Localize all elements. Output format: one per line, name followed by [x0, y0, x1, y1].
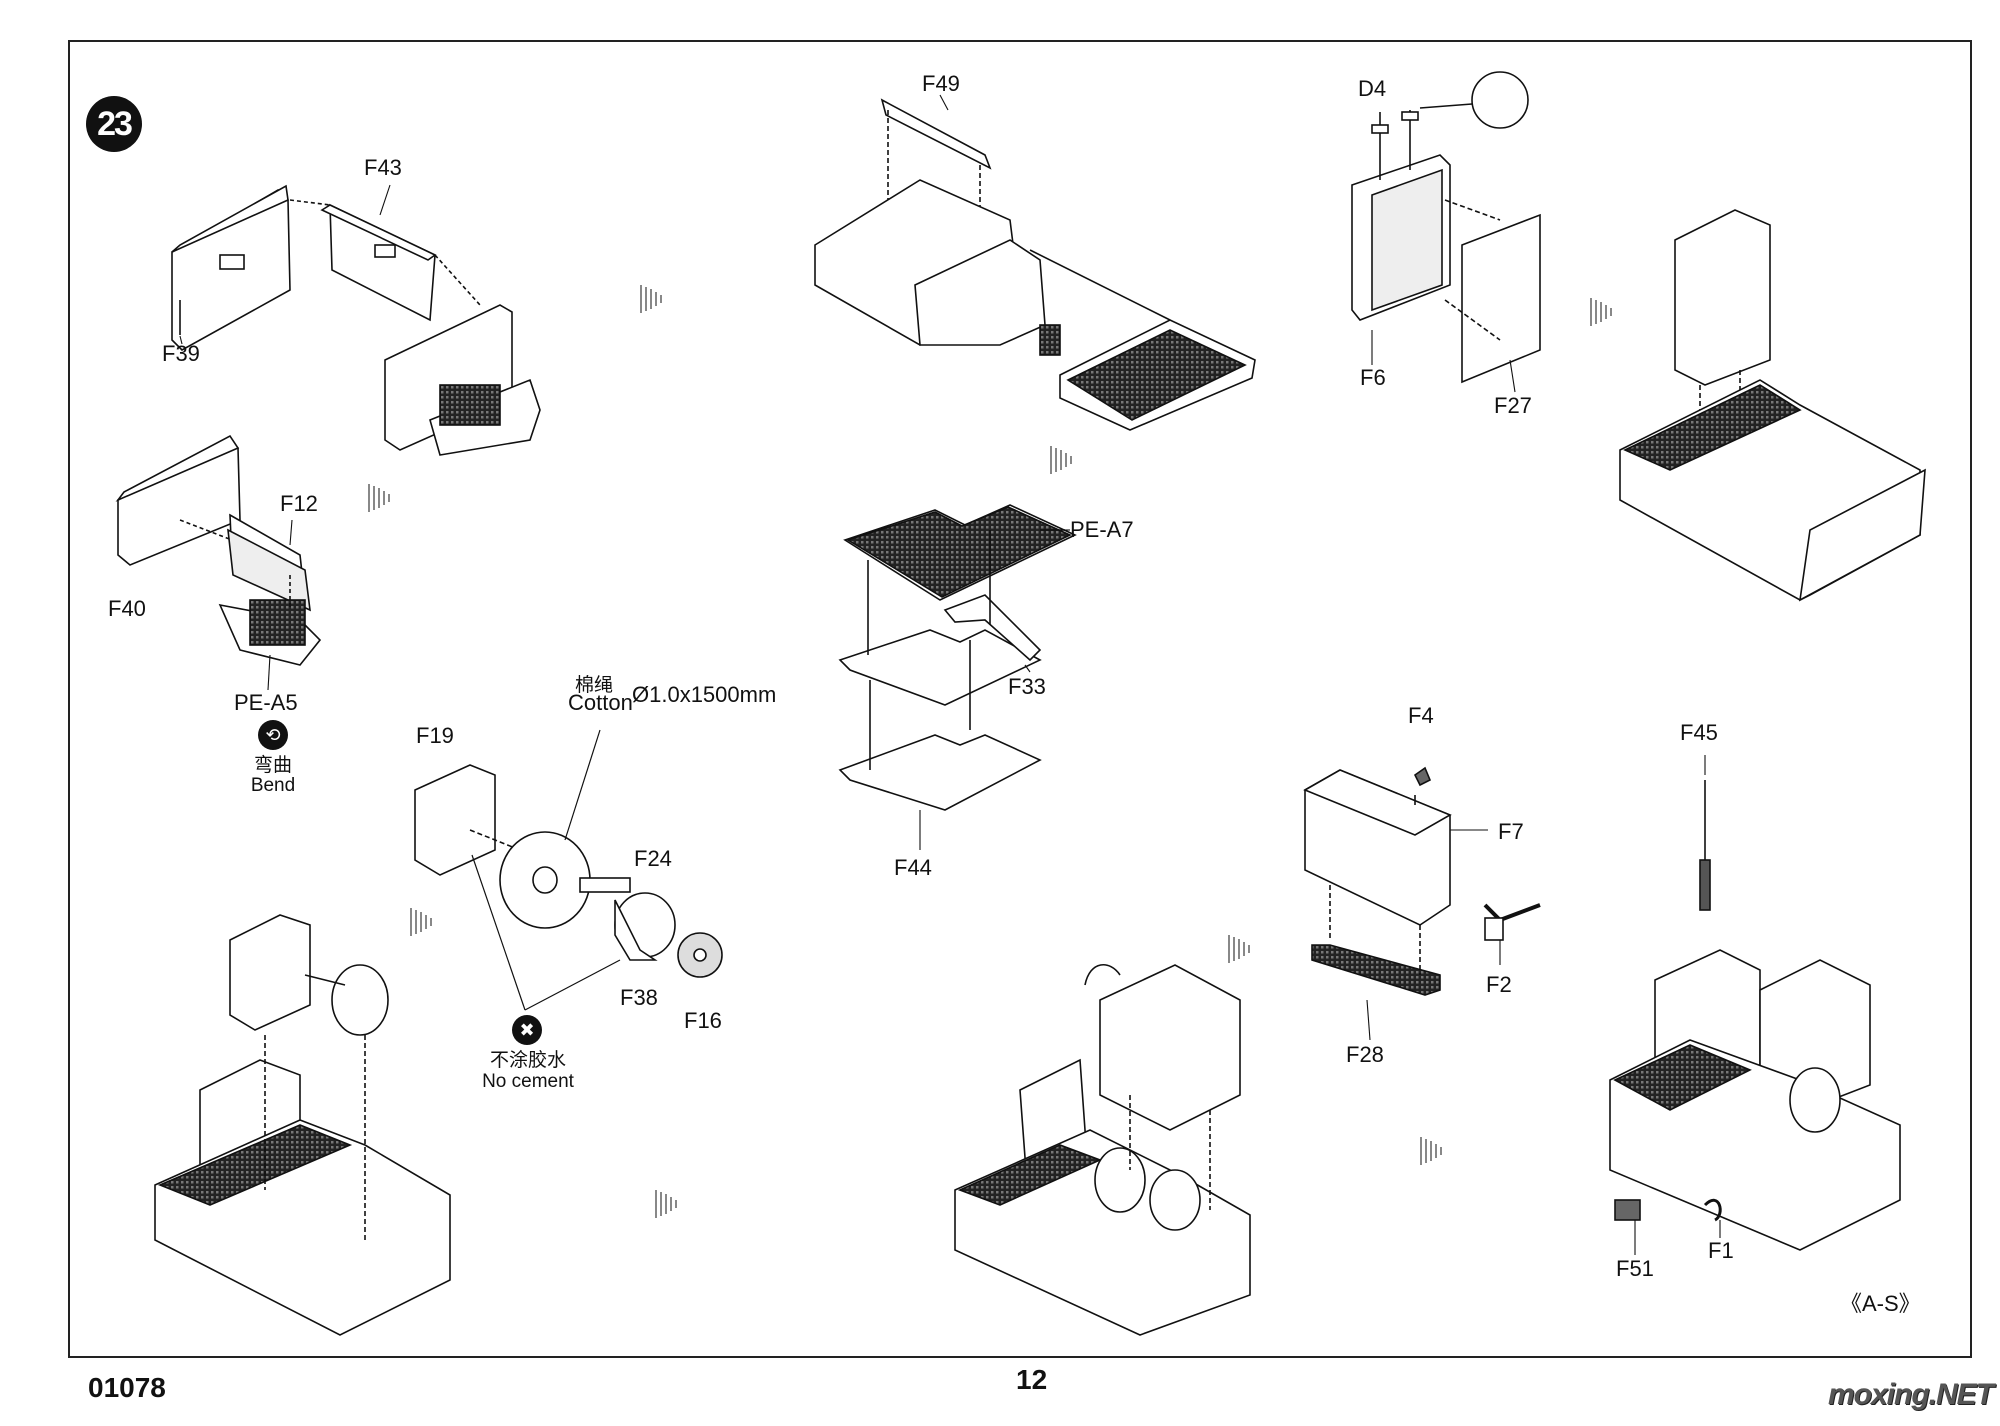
note-no-cement-en: No cement [482, 1071, 574, 1092]
assembly-flow-arrow-icon [640, 285, 662, 313]
assembly-final-right [1609, 780, 1901, 1251]
part-label-f28: F28 [1346, 1042, 1384, 1067]
part-label-f12: F12 [280, 491, 318, 516]
sub-assembly-frame-top-right [1619, 209, 1926, 602]
assembly-flow-arrow-icon [1228, 935, 1250, 963]
part-label-d4: D4 [1358, 76, 1387, 101]
note-cotton-cn: 棉绳 [574, 675, 613, 696]
assembly-winch-frame-left [154, 914, 451, 1336]
sub-assembly-reference: 《A-S》 [1840, 1291, 1921, 1316]
part-label-pe-a7: PE-A7 [1070, 517, 1134, 542]
sub-assembly-pe-a7 [838, 504, 1077, 811]
note-cotton-spec: Ø1.0x1500mm [632, 682, 777, 707]
assembly-flow-arrow-icon [655, 1190, 677, 1218]
note-cotton-en: Cotton [568, 690, 633, 715]
kit-number: 01078 [88, 1372, 166, 1403]
part-label-f39: F39 [162, 341, 200, 366]
sub-assembly-winch [414, 729, 723, 1011]
part-label-f6: F6 [1360, 365, 1386, 390]
part-label-f7: F7 [1498, 819, 1524, 844]
part-label-f24: F24 [634, 846, 672, 871]
sub-assembly-f7-tank [1303, 766, 1541, 996]
part-label-pe-a5: PE-A5 [234, 690, 298, 715]
note-bend-cn: 弯曲 [253, 755, 292, 776]
assembly-flow-arrow-icon [1050, 446, 1072, 474]
step-number-badge: 23 [86, 96, 142, 152]
part-label-f1: F1 [1708, 1238, 1734, 1263]
part-label-f51: F51 [1616, 1256, 1654, 1281]
part-label-f38: F38 [620, 985, 658, 1010]
note-bend-en: Bend [250, 775, 296, 796]
watermark: moxing.NET [1828, 1378, 1994, 1411]
assembly-flow-arrow-icon [1590, 298, 1612, 326]
sub-assembly-f49 [814, 98, 1256, 431]
part-label-f43: F43 [364, 155, 402, 180]
note-no-cement-cn: 不涂胶水 [489, 1050, 566, 1071]
part-label-f44: F44 [894, 855, 932, 880]
page-number: 12 [1016, 1364, 1048, 1395]
part-label-f16: F16 [684, 1008, 722, 1033]
part-label-f49: F49 [922, 71, 960, 96]
part-label-f27: F27 [1494, 393, 1532, 418]
part-label-f40: F40 [108, 596, 146, 621]
part-label-f45: F45 [1680, 720, 1718, 745]
assembly-flow-arrow-icon [368, 484, 390, 512]
sub-assembly-f39-f43 [171, 184, 541, 456]
page-frame [68, 40, 1972, 1358]
part-label-f19: F19 [416, 723, 454, 748]
assembly-flow-arrow-icon [410, 908, 432, 936]
part-label-f2: F2 [1486, 972, 1512, 997]
label-leaders [179, 94, 1721, 1255]
part-label-f4: F4 [1408, 703, 1434, 728]
no-cement-icon: ✖ [512, 1015, 542, 1045]
assembly-winch-tank-middle [954, 964, 1251, 1336]
assembly-flow-arrow-icon [1420, 1137, 1442, 1165]
part-label-f33: F33 [1008, 674, 1046, 699]
sub-assembly-f40-f12 [115, 434, 322, 666]
sub-assembly-f6-f27 [1351, 71, 1541, 384]
bend-icon: ⟲ [258, 720, 288, 750]
